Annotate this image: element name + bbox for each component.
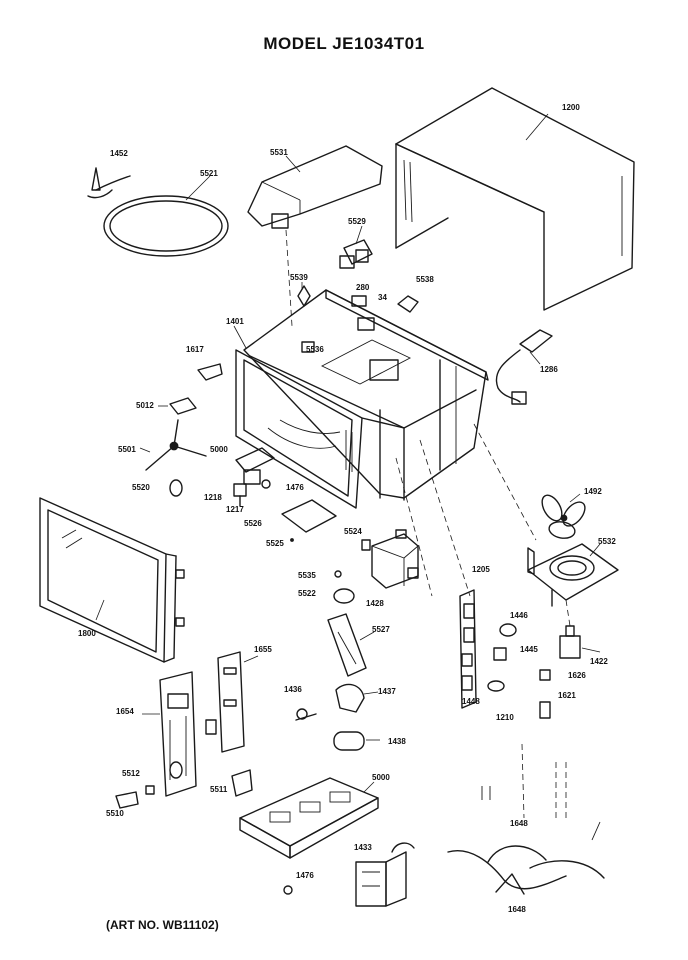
part-1438 xyxy=(333,731,365,751)
label-1437: 1437 xyxy=(378,687,396,696)
label-1648-bottom: 1648 xyxy=(508,905,526,914)
coupler-5520 xyxy=(169,479,183,497)
stirrer-5527 xyxy=(327,613,367,677)
label-1436: 1436 xyxy=(284,685,302,694)
label-5522: 5522 xyxy=(298,589,316,598)
label-1448: 1448 xyxy=(462,697,480,706)
pad-5012 xyxy=(169,397,197,415)
label-1452: 1452 xyxy=(110,149,128,158)
label-1476-bottom: 1476 xyxy=(296,871,314,880)
frame-fasteners xyxy=(297,285,419,353)
page-title: MODEL JE1034T01 xyxy=(263,34,425,53)
turntable-tray-5521 xyxy=(103,195,229,257)
base-plate-5000 xyxy=(239,777,379,859)
label-1422: 1422 xyxy=(590,657,608,666)
label-1621: 1621 xyxy=(558,691,576,700)
label-5539: 5539 xyxy=(290,273,308,282)
leader-lines xyxy=(95,113,601,793)
label-1654: 1654 xyxy=(116,707,134,716)
fan-bracket-5532 xyxy=(527,543,619,627)
latch-5512-5510 xyxy=(115,785,155,809)
bracket-1655 xyxy=(205,651,245,753)
label-5012: 5012 xyxy=(136,401,154,410)
label-1217: 1217 xyxy=(226,505,244,514)
screw-1476-top xyxy=(261,479,271,489)
door-1800 xyxy=(39,497,185,663)
label-1648-top: 1648 xyxy=(510,819,528,828)
part-labels: 1452 5521 5531 1200 5529 5539 280 34 553… xyxy=(78,103,616,914)
label-1446: 1446 xyxy=(510,611,528,620)
label-5521: 5521 xyxy=(200,169,218,178)
label-1433: 1433 xyxy=(354,843,372,852)
part-1437 xyxy=(335,683,365,713)
wire-harness-1648 xyxy=(447,743,605,895)
label-5531: 5531 xyxy=(270,148,288,157)
label-5511: 5511 xyxy=(210,785,228,794)
screw-1476-bottom xyxy=(283,885,293,895)
fan-blade-1492 xyxy=(541,494,586,539)
label-1655: 1655 xyxy=(254,645,272,654)
air-duct-5531 xyxy=(247,145,383,327)
bracket-5000-top xyxy=(235,447,275,485)
switch-1218-1217 xyxy=(233,483,247,507)
label-1200: 1200 xyxy=(562,103,580,112)
label-1205: 1205 xyxy=(472,565,490,574)
art-number: (ART NO. WB11102) xyxy=(106,918,219,932)
label-1286: 1286 xyxy=(540,365,558,374)
label-1438: 1438 xyxy=(388,737,406,746)
part-1436 xyxy=(295,708,317,721)
label-5535: 5535 xyxy=(298,571,316,580)
label-5512: 5512 xyxy=(122,769,140,778)
latch-1617 xyxy=(197,363,223,381)
power-cord-1286 xyxy=(495,329,553,405)
outer-cabinet-1200 xyxy=(395,87,635,311)
switch-bracket-1205 xyxy=(459,589,477,709)
label-1626: 1626 xyxy=(568,671,586,680)
label-5000-bottom: 5000 xyxy=(372,773,390,782)
label-5000-top: 5000 xyxy=(210,445,228,454)
turntable-motor-5522 xyxy=(333,539,371,604)
label-34: 34 xyxy=(378,293,387,302)
label-1492: 1492 xyxy=(584,487,602,496)
motor-1428 xyxy=(371,529,419,589)
latch-5511 xyxy=(231,769,253,797)
label-280: 280 xyxy=(356,283,370,292)
label-1476-top: 1476 xyxy=(286,483,304,492)
label-5538: 5538 xyxy=(416,275,434,284)
label-5501: 5501 xyxy=(118,445,136,454)
label-5510: 5510 xyxy=(106,809,124,818)
roller-support-5501 xyxy=(145,419,207,471)
label-5524: 5524 xyxy=(344,527,362,536)
label-5520: 5520 xyxy=(132,483,150,492)
label-1210: 1210 xyxy=(496,713,514,722)
label-5525: 5525 xyxy=(266,539,284,548)
label-1428: 1428 xyxy=(366,599,384,608)
transformer-1433 xyxy=(355,842,415,907)
control-panel-1654 xyxy=(159,671,197,797)
label-5529: 5529 xyxy=(348,217,366,226)
label-1218: 1218 xyxy=(204,493,222,502)
bracket-5529 xyxy=(339,239,373,269)
label-1401: 1401 xyxy=(226,317,244,326)
oven-cavity-1401 xyxy=(235,289,537,597)
probe-1452 xyxy=(87,167,131,199)
label-5536: 5536 xyxy=(306,345,324,354)
label-1445: 1445 xyxy=(520,645,538,654)
label-1617: 1617 xyxy=(186,345,204,354)
cover-plate-5526 xyxy=(281,499,337,542)
fan-motor-1422 xyxy=(539,625,581,719)
interlock-switches xyxy=(487,623,517,692)
label-5527: 5527 xyxy=(372,625,390,634)
label-5526: 5526 xyxy=(244,519,262,528)
label-1800: 1800 xyxy=(78,629,96,638)
label-5532: 5532 xyxy=(598,537,616,546)
